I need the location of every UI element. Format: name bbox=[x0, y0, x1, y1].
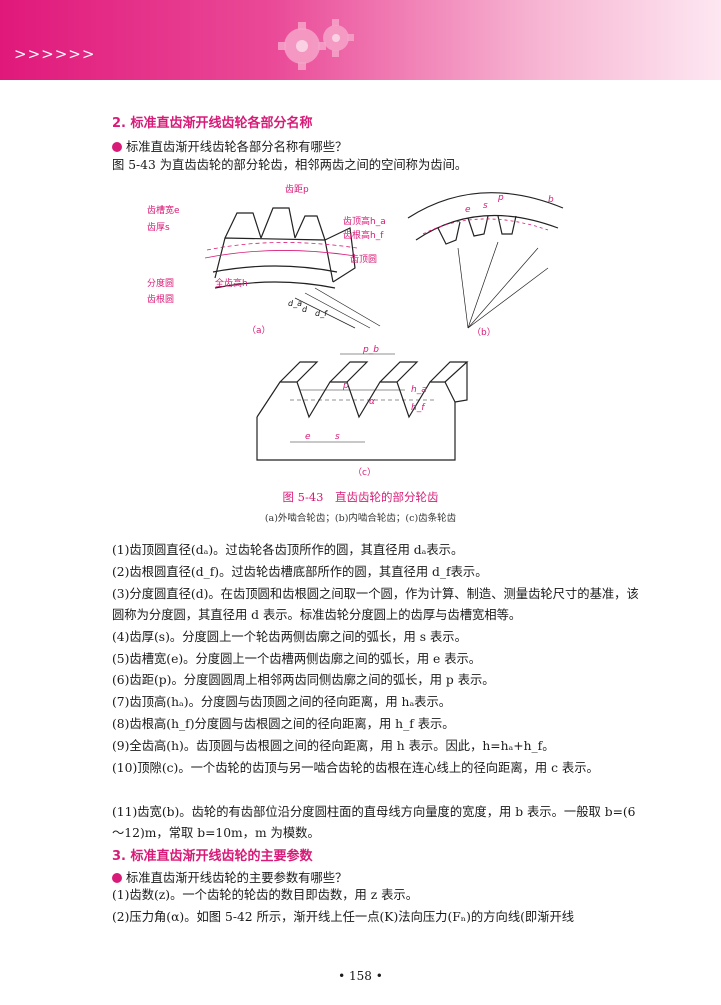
bullet-dot-icon bbox=[112, 142, 122, 152]
gear-icon bbox=[278, 19, 354, 70]
label-b-width: b bbox=[548, 195, 554, 205]
question-1: 标准直齿渐开线齿轮各部分名称有哪些？ bbox=[112, 137, 347, 155]
item-4: (4)齿厚(s)。分度圆上一个轮齿两侧齿廓之间的弧长，用 s 表示。 bbox=[112, 630, 467, 644]
figure-b-tag: （b） bbox=[472, 327, 496, 338]
item-3: (3)分度圆直径(d)。在齿顶圆和齿根圆之间取一个圆，作为计算、制造、测量齿轮尺… bbox=[112, 587, 639, 622]
question-2-text: 标准直齿渐开线齿轮的主要参数有哪些？ bbox=[126, 871, 348, 885]
label-hf: 齿根高h_f bbox=[343, 229, 384, 241]
label-whole-depth: 全齿高h bbox=[215, 277, 248, 289]
item-2: (2)齿根圆直径(d_f)。过齿轮齿槽底部所作的圆，其直径用 d_f表示。 bbox=[112, 565, 488, 579]
question-1-text: 标准直齿渐开线齿轮各部分名称有哪些？ bbox=[126, 140, 348, 154]
question-2: 标准直齿渐开线齿轮的主要参数有哪些？ bbox=[112, 868, 347, 886]
label-c-hf: h_f bbox=[411, 403, 426, 413]
page-header-band: >>>>>> bbox=[0, 0, 721, 80]
label-c-p: p bbox=[342, 381, 349, 391]
label-b-e: e bbox=[465, 205, 471, 215]
item-10: (10)顶隙(c)。一个齿轮的齿顶与另一啮合齿轮的齿根在连心线上的径向距离，用 … bbox=[112, 761, 599, 775]
item-11: (11)齿宽(b)。齿轮的有齿部位沿分度圆柱面的直母线方向量度的宽度，用 b 表… bbox=[112, 805, 636, 840]
label-b-s: s bbox=[483, 201, 488, 211]
label-c-ha: h_a bbox=[411, 385, 427, 395]
label-root-circle: 齿根圆 bbox=[147, 293, 174, 305]
label-b-p: p bbox=[497, 193, 504, 203]
label-ha: 齿顶高h_a bbox=[343, 215, 385, 227]
figure-c-rack: p_b p h_a h_f e s α （c） bbox=[256, 345, 469, 478]
item-6: (6)齿距(p)。分度圆圆周上相邻两齿同侧齿廓之间的弧长，用 p 表示。 bbox=[112, 673, 495, 687]
label-s: 齿厚s bbox=[147, 222, 170, 233]
section-title-2: 2. 标准直齿渐开线齿轮各部分名称 bbox=[112, 116, 313, 131]
figure-b-internal-gear: b e s p （b） bbox=[407, 192, 564, 338]
item-5: (5)齿槽宽(e)。分度圆上一个齿槽两侧齿廓之间的弧长，用 e 表示。 bbox=[112, 652, 482, 666]
figure-a-tag: （a） bbox=[247, 325, 271, 336]
section-title-3: 3. 标准直齿渐开线齿轮的主要参数 bbox=[112, 849, 313, 864]
figure-caption: 图 5-43 直齿齿轮的部分轮齿 bbox=[282, 490, 439, 504]
label-da: d_a bbox=[288, 299, 302, 308]
label-e: 齿槽宽e bbox=[147, 204, 180, 216]
label-addendum-circle: 齿顶圆 bbox=[350, 254, 377, 265]
bullet-dot-icon bbox=[112, 873, 122, 883]
label-pb: p_b bbox=[362, 345, 379, 355]
figure-c-tag: （c） bbox=[353, 467, 376, 478]
item-9: (9)全齿高(h)。齿顶圆与齿根圆之间的径向距离，用 h 表示。因此，h=hₐ+… bbox=[112, 739, 555, 753]
label-alpha: α bbox=[369, 397, 375, 407]
label-p: 齿距p bbox=[285, 184, 309, 195]
label-c-s: s bbox=[335, 432, 340, 442]
item3-1: (1)齿数(z)。一个齿轮的轮齿的数目即齿数，用 z 表示。 bbox=[112, 888, 419, 902]
label-d: d bbox=[302, 305, 308, 314]
page-number: • 158 • bbox=[338, 969, 383, 983]
item3-2: (2)压力角(α)。如图 5-42 所示，渐开线上任一点(K)法向压力(Fₙ)的… bbox=[112, 910, 575, 924]
figure-a-external-gear: 齿槽宽e 齿厚s 齿距p 齿顶高h_a 齿根高h_f 齿顶圆 分度圆 齿根圆 全… bbox=[147, 184, 385, 336]
label-pitch-circle: 分度圆 bbox=[147, 277, 174, 289]
item-8: (8)齿根高(h_f)分度圆与齿根圆之间的径向距离，用 h_f 表示。 bbox=[112, 717, 455, 731]
label-df: d_f bbox=[315, 309, 328, 318]
intro-paragraph: 图 5-43 为直齿齿轮的部分轮齿，相邻两齿之间的空间称为齿间。 bbox=[112, 158, 468, 172]
chevron-decoration: >>>>>> bbox=[14, 45, 96, 63]
item-1: (1)齿顶圆直径(dₐ)。过齿轮各齿顶所作的圆，其直径用 dₐ表示。 bbox=[112, 543, 464, 557]
label-c-e: e bbox=[305, 432, 311, 442]
figure-subcaption: (a)外啮合轮齿；(b)内啮合轮齿；(c)齿条轮齿 bbox=[264, 513, 457, 524]
item-7: (7)齿顶高(hₐ)。分度圆与齿顶圆之间的径向距离，用 hₐ表示。 bbox=[112, 695, 452, 709]
